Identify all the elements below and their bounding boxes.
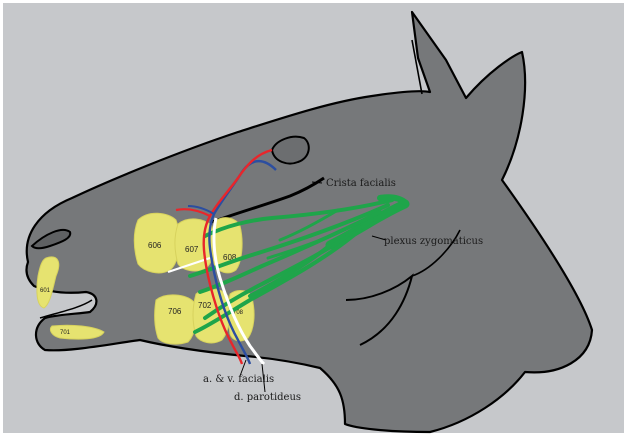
tooth-label-702: 702 <box>198 301 212 310</box>
tooth-label-601: 601 <box>40 288 51 294</box>
label-plexus-zygomaticus: plexus zygomaticus <box>384 236 483 247</box>
label-crista-facialis: Crista facialis <box>326 178 396 189</box>
tooth-706 <box>155 295 196 344</box>
tooth-label-706: 706 <box>168 307 182 316</box>
tooth-label-606: 606 <box>148 241 162 250</box>
tooth-label-701: 701 <box>60 330 71 336</box>
label-parotideus: d. parotideus <box>234 392 301 403</box>
label-facialis: a. & v. facialis <box>203 374 274 385</box>
tooth-label-607: 607 <box>185 245 199 254</box>
